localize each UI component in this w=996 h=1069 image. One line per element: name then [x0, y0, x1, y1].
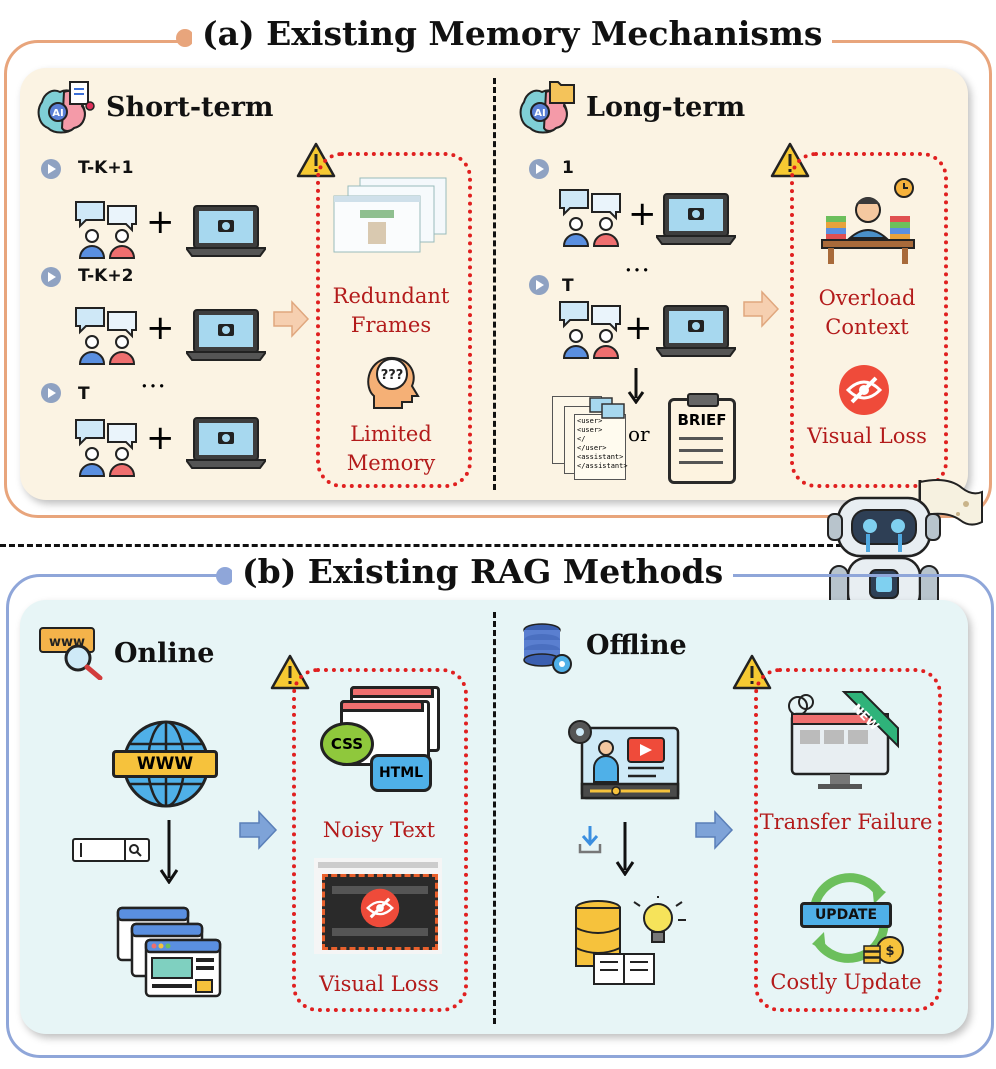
short-step-1-label: T-K+1	[78, 158, 134, 178]
chat-log-line: <user>	[577, 426, 603, 434]
laptop-camera-icon	[656, 193, 736, 245]
chat-users-icon	[75, 201, 137, 259]
plus-sign: +	[146, 308, 175, 348]
plus-sign: +	[146, 418, 175, 458]
svg-text:AI: AI	[534, 108, 545, 119]
laptop-camera-icon	[186, 205, 266, 257]
issue-transfer-failure: Transfer Failure	[759, 810, 933, 834]
issue-visual-loss-memory: Visual Loss	[807, 424, 927, 448]
css-bubble: CSS	[320, 722, 374, 766]
html-bubble: HTML	[370, 754, 432, 792]
issue-overload-context: Overload Context	[818, 286, 916, 339]
play-circle-icon	[41, 159, 61, 179]
eye-off-icon	[839, 365, 889, 415]
issue-visual-loss-online: Visual Loss	[319, 972, 439, 996]
svg-text:$: $	[885, 944, 894, 959]
laptop-camera-icon	[656, 305, 736, 357]
brief-clipboard-icon: BRIEF	[668, 393, 736, 484]
brief-label: BRIEF	[677, 411, 727, 429]
plus-sign: +	[624, 308, 653, 348]
title-dot-left	[176, 29, 194, 47]
section-separator	[0, 544, 860, 547]
chat-users-icon	[75, 419, 137, 477]
short-step-2-label: T-K+2	[78, 266, 134, 286]
title-dot-left	[216, 567, 234, 585]
laptop-camera-icon	[186, 417, 266, 469]
long-term-heading: Long-term	[586, 92, 746, 123]
ai-brain-folder-icon: AI	[519, 81, 575, 134]
chat-log-documents: <user> <user> </ </user> <assistant> </a…	[552, 396, 632, 482]
play-circle-icon	[41, 267, 61, 287]
offline-heading: Offline	[586, 630, 687, 661]
long-term-issue-box	[790, 152, 948, 488]
arrow-down-icon	[159, 820, 179, 884]
chat-log-line: <user>	[577, 417, 603, 425]
overload-stress-icon	[821, 178, 915, 264]
svg-text:AI: AI	[52, 108, 63, 119]
chat-users-icon	[559, 189, 621, 247]
update-cycle-icon: $ UPDATE	[798, 870, 908, 966]
www-search-icon: www	[39, 627, 103, 680]
short-term-issue-box	[316, 152, 472, 488]
laptop-stack-icon	[589, 397, 625, 419]
panel-b-title: (b) Existing RAG Methods	[232, 552, 734, 591]
arrow-right-icon	[743, 290, 780, 328]
play-circle-icon	[529, 159, 549, 179]
search-icon	[129, 844, 142, 857]
online-heading: Online	[114, 638, 215, 669]
panel-a-divider	[493, 78, 496, 490]
database-book-idea-icon	[575, 896, 686, 985]
arrow-down-icon	[615, 822, 635, 876]
panel-a-title: (a) Existing Memory Mechanisms	[192, 14, 833, 53]
offline-issue-box	[754, 668, 942, 1012]
css-html-icon: CSS HTML	[320, 686, 440, 798]
issue-redundant-frames: Redundant Frames	[332, 284, 450, 337]
ellipsis: …	[624, 248, 650, 278]
short-term-heading: Short-term	[106, 92, 274, 123]
play-circle-icon	[529, 275, 549, 295]
issue-costly-update: Costly Update	[770, 970, 922, 994]
svg-text:???: ???	[381, 368, 404, 383]
issue-noisy-text: Noisy Text	[322, 818, 436, 842]
short-step-3-label: T	[78, 384, 90, 404]
ellipsis: …	[140, 364, 166, 394]
thinking-head-icon: ???	[367, 356, 420, 409]
chat-log-line: </assistant>	[577, 462, 628, 470]
long-step-2-label: T	[562, 276, 574, 296]
arrow-right-icon	[239, 810, 278, 850]
download-icon	[578, 826, 602, 854]
long-step-1-label: 1	[562, 158, 574, 178]
update-banner: UPDATE	[800, 902, 892, 928]
arrow-down-icon	[627, 368, 645, 404]
new-monitor-icon: NEW	[784, 690, 900, 790]
plus-sign: +	[628, 194, 657, 234]
chat-log-line: </	[577, 435, 586, 443]
ai-brain-doc-icon: AI	[37, 81, 95, 134]
panel-b-divider	[493, 612, 496, 1024]
or-label: or	[628, 422, 650, 446]
video-tutorial-icon	[568, 720, 680, 800]
chat-log-line: </user>	[577, 444, 607, 452]
issue-limited-memory: Limited Memory	[346, 422, 436, 475]
plus-sign: +	[146, 202, 175, 242]
arrow-right-icon	[695, 810, 734, 850]
browser-windows-icon	[116, 906, 222, 998]
globe-www-icon: WWW	[112, 716, 218, 812]
online-issue-box	[292, 668, 468, 1012]
chat-users-icon	[559, 301, 621, 359]
search-bar	[72, 838, 150, 862]
chat-users-icon	[75, 307, 137, 365]
laptop-camera-icon	[186, 309, 266, 361]
eye-off-icon	[360, 888, 400, 928]
arrow-right-icon	[273, 300, 310, 338]
play-circle-icon	[41, 383, 61, 403]
chat-log-line: <assistant>	[577, 453, 624, 461]
web-screenshot	[314, 858, 442, 954]
database-gear-icon	[523, 623, 572, 674]
redundant-frames-icon	[333, 177, 447, 253]
www-banner: WWW	[112, 750, 218, 778]
